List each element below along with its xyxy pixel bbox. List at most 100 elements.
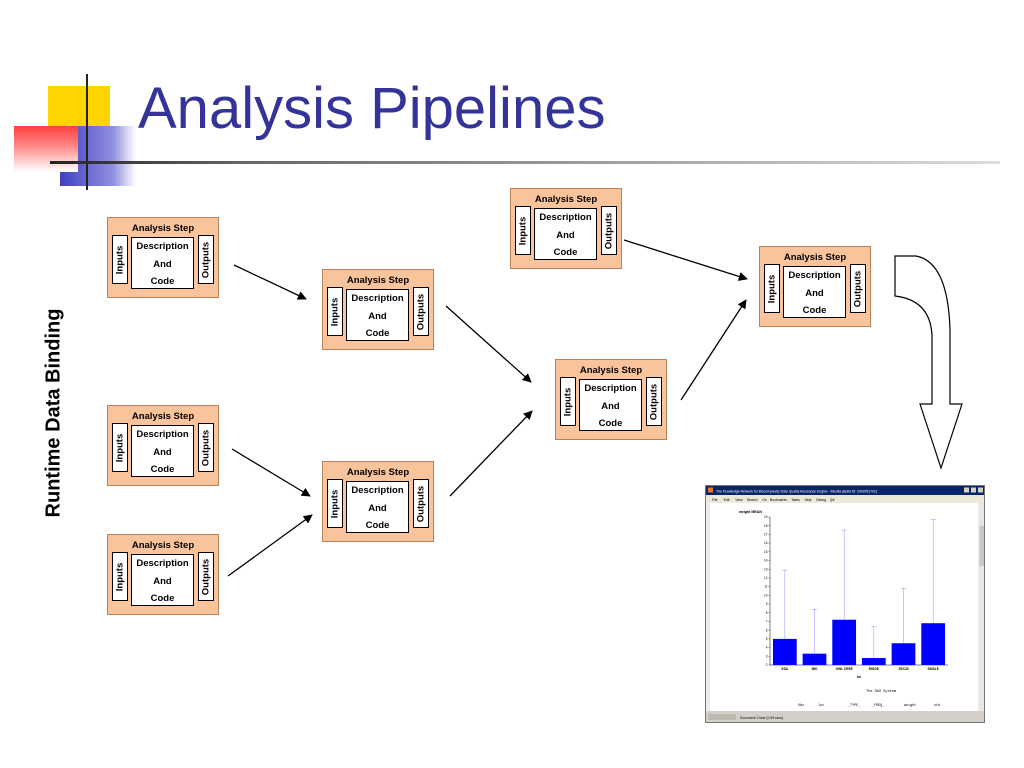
menu-item[interactable]: Bookmarks [770,498,787,502]
desc-line: And [556,229,575,241]
status-bar [706,711,984,722]
y-tick-label: 2 [766,663,768,667]
maximize-icon[interactable] [971,487,976,493]
desc-line: And [153,575,172,587]
desc-line: Description [136,558,189,569]
bar [891,643,916,665]
desc-line: Description [351,293,404,304]
y-tick-label: 14 [764,559,768,563]
desc-line: Code [150,593,175,604]
x-tick-label: OWL CREE [836,667,853,671]
desc-line: Code [365,328,390,339]
x-tick-label: SEC25 [898,667,908,671]
scrollbar-thumb[interactable] [979,526,985,566]
desc-line: Code [553,247,578,258]
menu-item[interactable]: File [712,498,718,502]
desc-line: Code [150,464,175,475]
arrow-step2-to-step5 [231,448,311,497]
outputs-box: Outputs [413,287,429,336]
minimize-icon[interactable] [964,487,969,493]
menu-item[interactable]: Go [762,498,767,502]
vertical-scrollbar[interactable] [979,503,985,711]
y-tick-label: 15 [764,550,768,554]
step-title: Analysis Step [131,223,195,234]
outputs-box: Outputs [646,377,662,426]
deco-vertical-line [86,74,88,190]
embedded-browser-svg: The Knowledge Network for Biocomplexity … [706,486,985,722]
desc-line: Code [150,276,175,287]
inputs-box: Inputs [112,552,128,601]
desc-line: Description [136,241,189,252]
menu-item[interactable]: Help [805,498,812,502]
desc-line: And [153,258,172,270]
desc-line: And [153,446,172,458]
app-icon [708,487,713,493]
y-tick-label: 16 [764,541,768,545]
y-tick-label: 17 [764,533,768,537]
desc-line: Description [788,270,841,281]
window-title-text: The Knowledge Network for Biocomplexity … [716,490,877,494]
menu-item[interactable]: Tasks [791,498,800,502]
close-icon[interactable] [978,487,983,493]
menu-item[interactable]: View [735,498,743,502]
inputs-box: Inputs [515,206,531,255]
y-tick-label: 12 [764,576,768,580]
sas-column-header: _TYPE_ [847,704,861,708]
sas-column-header: Obs [798,703,804,708]
inputs-box: Inputs [764,264,780,313]
desc-line: Code [802,305,827,316]
y-tick-label: 13 [764,567,768,571]
slide-title: Analysis Pipelines [138,76,606,141]
y-tick-label: 19 [764,515,768,519]
bar [861,658,886,665]
desc-line: Description [584,383,637,394]
x-tick-label: ESA [782,667,789,671]
arrow-step5-to-step7 [449,410,533,497]
desc-line: Description [539,212,592,223]
step-title: Analysis Step [579,365,643,376]
y-tick-label: 8 [766,611,768,615]
y-tick-label: 6 [766,628,768,632]
inputs-box: Inputs [560,377,576,426]
y-tick-label: 11 [764,585,768,589]
step-title: Analysis Step [346,275,410,286]
arrow-step7-to-step8 [680,299,747,401]
desc-line: Code [598,418,623,429]
y-tick-label: 4 [766,646,768,650]
desc-line: And [601,400,620,412]
menu-item[interactable]: Edit [724,498,730,502]
menu-item[interactable]: Search [747,498,758,502]
outputs-box: Outputs [850,264,866,313]
inputs-box: Inputs [327,479,343,528]
bar [921,623,946,665]
x-tick-label: RIDGE [869,667,879,671]
sas-footer-title: The SAS System [866,689,896,694]
menu-item[interactable]: QA [830,498,836,502]
bar-chart: weight MEAN1918171615141312111098765432E… [738,510,948,679]
bar [832,619,857,665]
outputs-box: Outputs [198,423,214,472]
big-down-arrow [894,255,963,470]
y-tick-label: 3 [766,654,768,658]
menu-item[interactable]: Debug [816,498,826,502]
outputs-box: Outputs [413,479,429,528]
inputs-box: Inputs [327,287,343,336]
desc-line: Description [351,485,404,496]
bar [802,653,827,665]
outputs-box: Outputs [198,552,214,601]
x-tick-label: MID [812,667,819,671]
sas-column-header: _FREQ_ [871,704,885,708]
